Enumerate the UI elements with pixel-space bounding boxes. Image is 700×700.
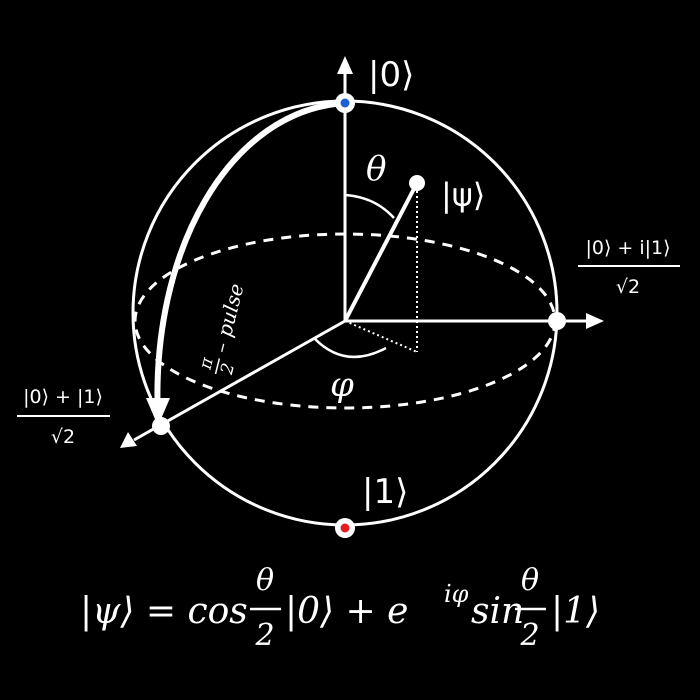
y-axis-arrowhead — [586, 313, 604, 329]
pulse-arc-arrowhead — [146, 398, 170, 426]
plus-i-point — [548, 312, 566, 330]
pulse-fraction-bar — [214, 358, 221, 375]
formula-lhs: |ψ⟩ = cos — [80, 591, 248, 632]
pulse-pi: π — [195, 355, 218, 372]
plus-i-denominator: √2 — [616, 276, 640, 298]
formula-sin: sin — [471, 591, 524, 632]
formula-exp: iφ — [444, 580, 469, 608]
pulse-label: π 2 – pulse — [195, 281, 248, 377]
state-vector-tip — [409, 175, 425, 191]
phi-arc — [313, 337, 387, 359]
ket1-label: |1⟩ — [362, 472, 408, 512]
formula-frac2-den: 2 — [519, 618, 539, 653]
pulse-text: – pulse — [208, 281, 248, 355]
formula-frac2-num: θ — [521, 563, 539, 598]
z-axis-arrowhead — [337, 56, 353, 74]
formula-rhs: |1⟩ — [551, 591, 600, 632]
plus-numerator: |0⟩ + |1⟩ — [23, 386, 103, 408]
formula-mid: |0⟩ + e — [285, 591, 408, 632]
plus-denominator: √2 — [51, 426, 75, 448]
north-pole-dot — [340, 98, 350, 108]
pulse-arc — [154, 100, 346, 419]
south-pole-dot — [340, 523, 350, 533]
theta-label: θ — [366, 149, 386, 189]
plus-point — [152, 417, 170, 435]
formula-frac1-num: θ — [256, 563, 274, 598]
projection-horizontal — [344, 320, 418, 353]
psi-label: |ψ⟩ — [441, 176, 485, 214]
formula: |ψ⟩ = cos θ 2 |0⟩ + e iφ sin θ 2 |1⟩ — [80, 563, 600, 653]
theta-arc — [344, 193, 395, 219]
ket0-label: |0⟩ — [368, 55, 414, 95]
formula-frac1-den: 2 — [254, 618, 274, 653]
phi-label: φ — [330, 365, 354, 405]
x-axis-arrowhead — [120, 432, 137, 448]
x-axis — [133, 319, 346, 442]
plus-i-numerator: |0⟩ + i|1⟩ — [585, 237, 670, 259]
state-vector — [343, 182, 419, 322]
pulse-two: 2 — [217, 361, 239, 377]
